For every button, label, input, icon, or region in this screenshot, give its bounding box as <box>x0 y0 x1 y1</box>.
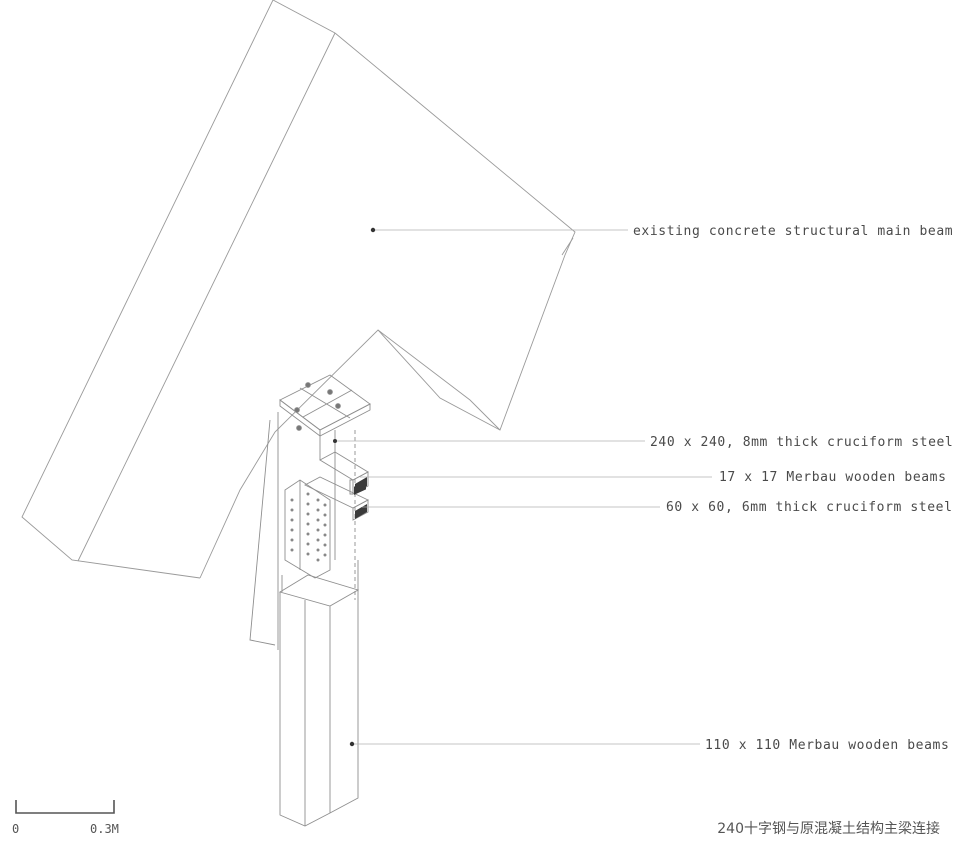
leader-dots <box>333 227 376 747</box>
column-assembly <box>249 374 371 827</box>
scale-start-label: 0 <box>12 822 20 836</box>
merbau-110-column <box>278 560 360 827</box>
bolt-hole-grid <box>290 492 327 562</box>
drawing-caption: 240十字钢与原混凝土结构主梁连接 <box>717 821 940 837</box>
label-merbau-17: 17 x 17 Merbau wooden beams <box>719 470 947 485</box>
scale-end-label: 0.3M <box>90 822 119 836</box>
leader-lines <box>335 229 712 745</box>
label-concrete-beam: existing concrete structural main beam <box>633 224 954 239</box>
scale-bar <box>15 800 115 814</box>
label-cruciform-60: 60 x 60, 6mm thick cruciform steel <box>666 500 953 515</box>
label-merbau-110: 110 x 110 Merbau wooden beams <box>705 738 950 753</box>
label-cruciform-240: 240 x 240, 8mm thick cruciform steel <box>650 435 954 450</box>
concrete-main-beam <box>21 0 576 579</box>
